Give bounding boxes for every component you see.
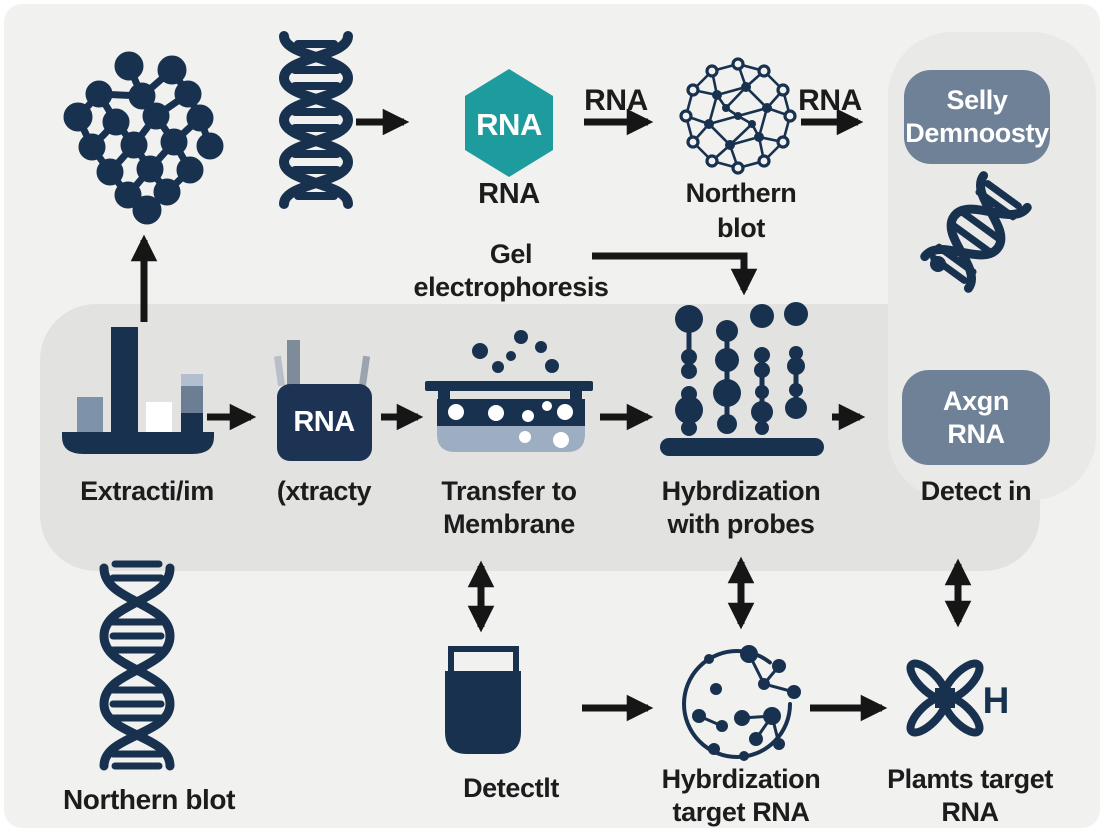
molecule-network-icon — [63, 51, 224, 225]
plants-line1: Plamts target — [887, 764, 1053, 794]
rna-bag-icon — [273, 340, 372, 461]
bar-chart-icon — [62, 327, 214, 454]
chromosome-letter: H — [982, 680, 1010, 721]
hybrid-target-icon — [682, 645, 801, 761]
flow-arrows — [130, 108, 972, 722]
gel-line2: electrophoresis — [413, 272, 609, 302]
detect-box: Axgn RNA — [902, 370, 1050, 465]
northern-top-line1: Northern — [685, 178, 797, 208]
diagram-artwork — [62, 31, 1032, 771]
chromosome-icon — [906, 659, 984, 737]
diagram-canvas: Selly Demnoosty Axgn RNA RNA RNA RNA RNA… — [4, 4, 1100, 828]
detect-in-label: Detect in — [920, 476, 1032, 506]
result-box-top: Selly Demnoosty — [904, 70, 1050, 164]
gel-electrophoresis-caption: Gel electrophoresis — [413, 238, 608, 304]
rna-mesh-icon — [679, 57, 797, 175]
result-box-top-line2: Demnoosty — [905, 118, 1049, 148]
transfer-line1: Transfer to — [441, 476, 577, 506]
transfer-line2: Membrane — [443, 509, 575, 539]
plants-line2: RNA — [941, 797, 999, 827]
northern-blot-caption-bottom: Northern blot — [62, 784, 236, 815]
dna-fragment-icon — [920, 171, 1032, 293]
bag-label: (xtracty — [276, 476, 372, 506]
detect-beaker-label: Detectlt — [463, 773, 559, 803]
rna-hexagon-icon — [465, 69, 553, 177]
probe-strands-icon — [660, 302, 824, 456]
rna-hexagon-text: RNA — [476, 107, 542, 142]
rna-hexagon-caption: RNA — [478, 178, 540, 210]
hybridization-target-label: Hybrdization target RNA — [662, 763, 821, 828]
dna-helix-vertical-icon — [99, 560, 175, 771]
northern-blot-caption-top: Northern blot — [686, 176, 797, 246]
arrow-label-rna-2: RNA — [798, 84, 862, 117]
hyb-target-line2: target RNA — [672, 797, 810, 827]
extraction-label: Extracti/im — [80, 476, 214, 506]
detect-beaker-icon — [445, 646, 521, 754]
hybridization-line1: Hybrdization — [661, 476, 821, 506]
gel-tray-icon — [425, 330, 593, 452]
detect-box-line1: Axgn — [943, 385, 1009, 416]
hybridization-line2: with probes — [667, 509, 815, 539]
hybridization-probes-label: Hybrdization with probes — [662, 475, 821, 541]
gel-line1: Gel — [489, 239, 533, 269]
rna-bag-text: RNA — [293, 406, 355, 438]
plants-target-label: Plamts target RNA — [887, 763, 1053, 828]
hyb-target-line1: Hybrdization — [661, 764, 821, 794]
arrow-label-rna-1: RNA — [584, 84, 648, 117]
dna-helix-icon — [278, 31, 354, 209]
arrow-gel-elbow — [592, 252, 758, 296]
northern-top-line2: blot — [717, 213, 765, 243]
transfer-membrane-label: Transfer to Membrane — [441, 475, 577, 541]
detect-box-line2: RNA — [947, 418, 1005, 449]
result-box-top-line1: Selly — [946, 85, 1008, 115]
